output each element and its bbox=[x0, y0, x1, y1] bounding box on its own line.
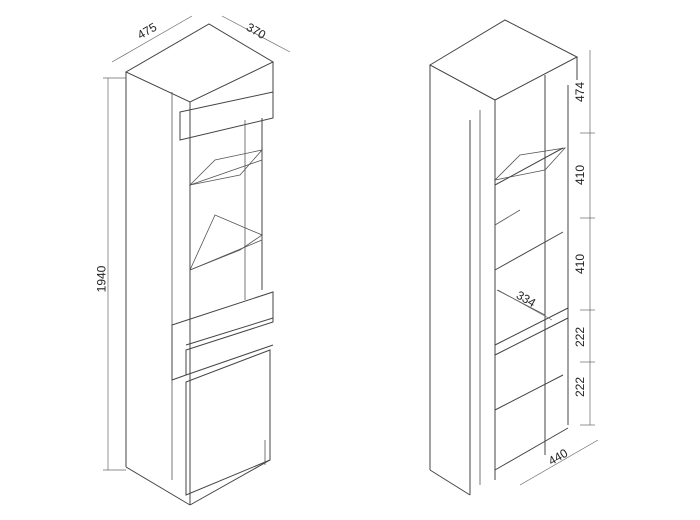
left-dimensions bbox=[103, 15, 291, 471]
right-top-face bbox=[428, 19, 579, 101]
dim-section-3-label: 410 bbox=[573, 253, 588, 275]
dim-section-1-label: 474 bbox=[573, 81, 588, 103]
dim-section-4-label: 222 bbox=[573, 326, 588, 348]
dim-height-label: 1940 bbox=[94, 265, 109, 293]
left-cabinet bbox=[124, 23, 275, 506]
dim-section-2-label: 410 bbox=[573, 164, 588, 186]
right-dimensions bbox=[497, 50, 599, 486]
dim-section-5-label: 222 bbox=[573, 376, 588, 398]
right-cabinet bbox=[428, 19, 579, 496]
